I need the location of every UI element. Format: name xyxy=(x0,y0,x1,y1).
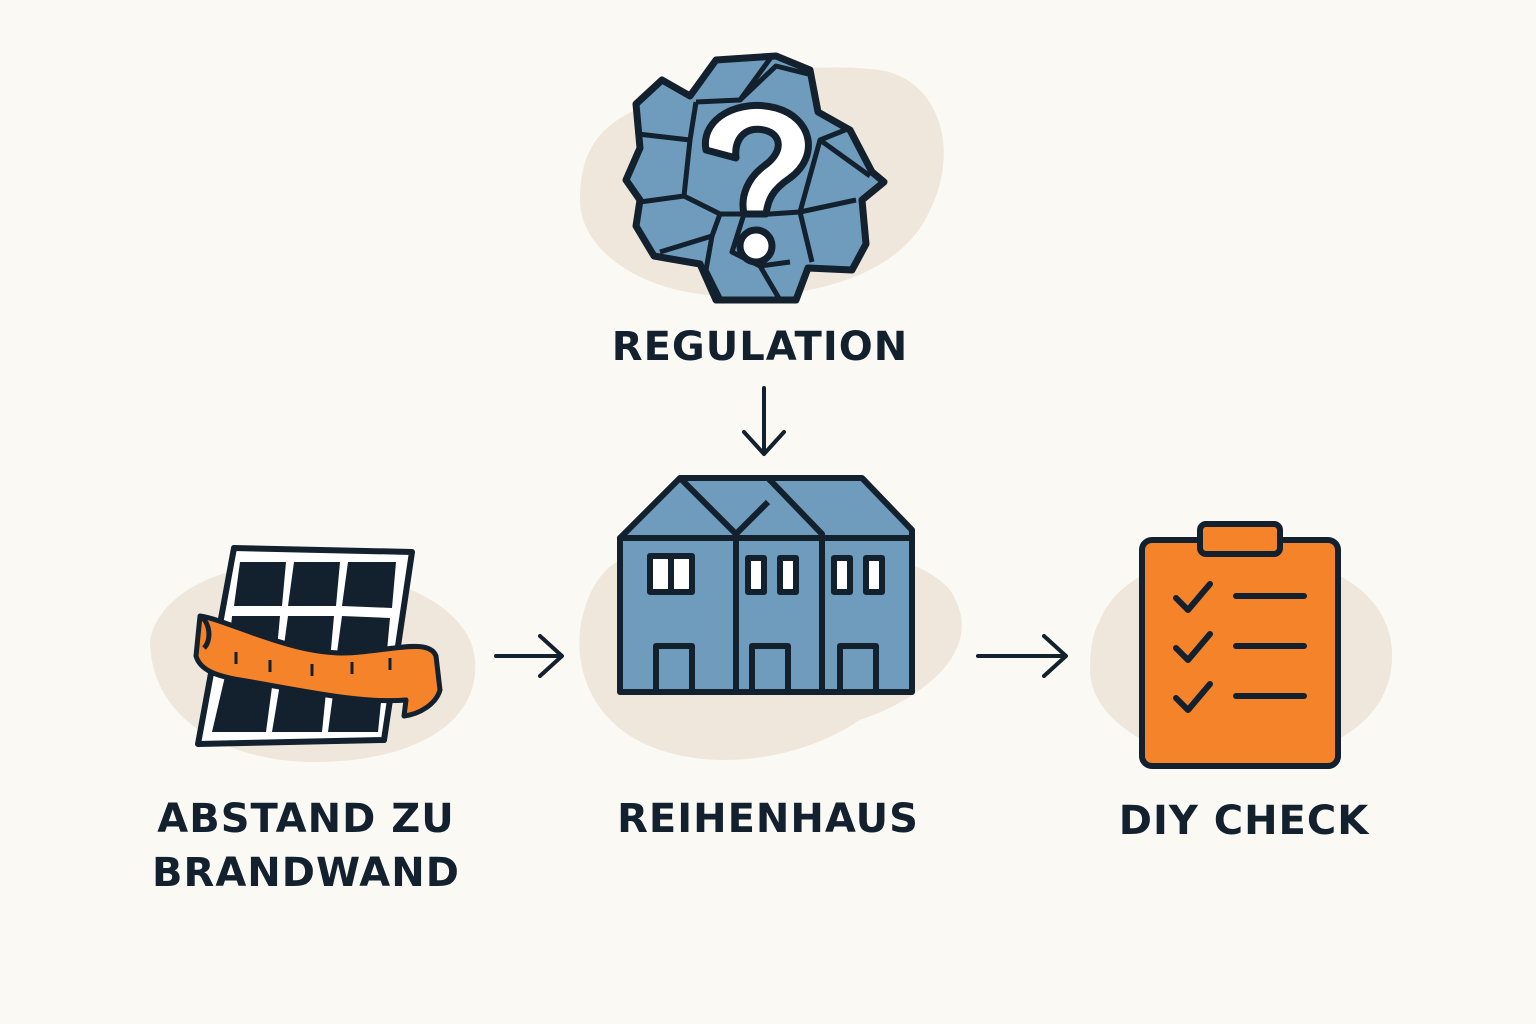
abstand-label-line1: ABSTAND ZU xyxy=(157,796,455,842)
arrow-abstand-to-reihenhaus xyxy=(494,634,564,678)
arrow-regulation-to-reihenhaus xyxy=(742,386,786,456)
regulation-label: REGULATION xyxy=(611,324,909,370)
reihenhaus-label: REIHENHAUS xyxy=(617,796,919,842)
row-house-icon xyxy=(617,475,915,695)
abstand-label-line2: BRANDWAND xyxy=(152,850,460,896)
diy-check-label: DIY CHECK xyxy=(1118,798,1370,844)
arrow-reihenhaus-to-diy xyxy=(976,634,1068,678)
abstand-label: ABSTAND ZU BRANDWAND xyxy=(106,792,506,900)
solar-panel-measuring-tape-icon xyxy=(193,545,443,747)
checklist-clipboard-icon xyxy=(1139,521,1341,769)
puzzle-question-icon xyxy=(622,52,888,304)
